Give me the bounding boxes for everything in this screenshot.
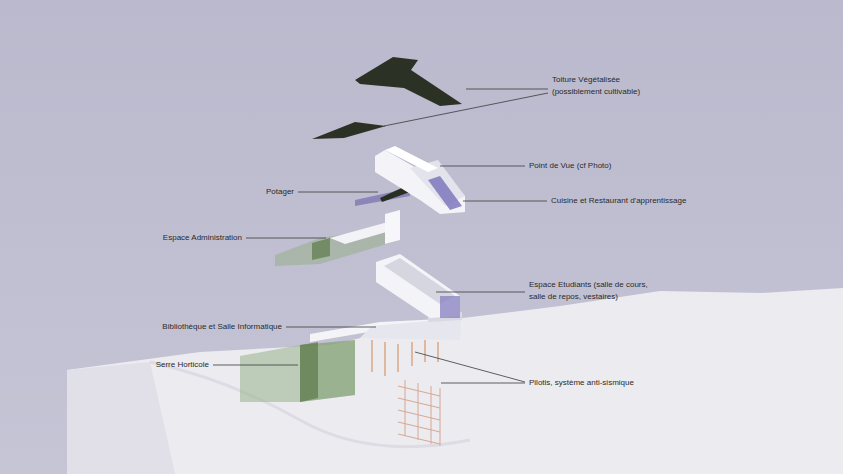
callout-label: Espace Etudiants (salle de cours, salle … [529,279,665,303]
callout-label: Espace Administration [163,232,242,244]
callout-label: Bibliothèque et Salle Informatique [162,321,282,333]
callout-label: Cuisine et Restaurant d'apprentissage [551,195,686,207]
callout-label: Potager [266,186,294,198]
callout-label: Point de Vue (cf Photo) [529,160,611,172]
callout-label: Pilotis, système anti-sismique [529,377,634,389]
callout-label: Toiture Végétalisée (possiblement cultiv… [552,74,664,98]
callout-label: Serre Horticole [156,359,209,371]
